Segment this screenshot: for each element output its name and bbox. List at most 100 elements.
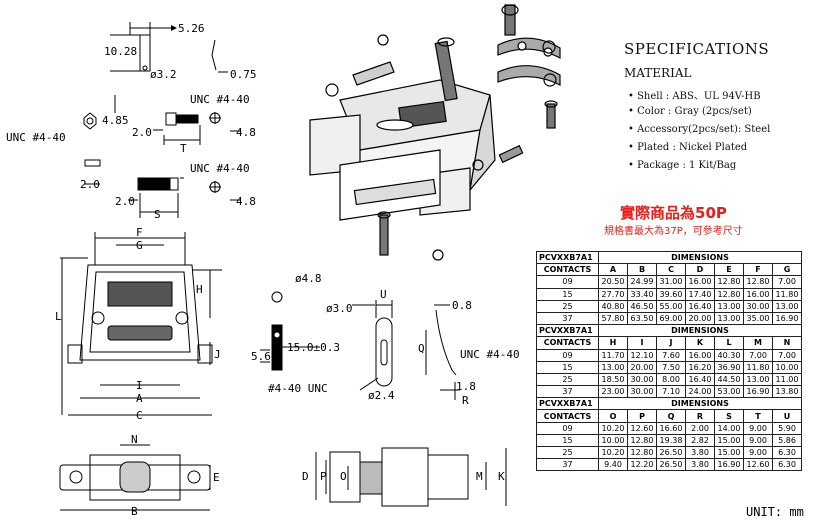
dimension-cell: 5.90: [772, 421, 802, 435]
dimension-cell: 27.70: [598, 287, 628, 301]
dim-K: K: [498, 470, 505, 483]
dim-O: O: [340, 470, 347, 483]
dimension-cell: 12.80: [714, 287, 744, 301]
table-column-header: I: [627, 336, 657, 350]
dim-unc-3: #4-40 UNC: [268, 382, 328, 395]
dimension-cell: 13.00: [714, 299, 744, 313]
dimension-cell: 24.00: [685, 385, 715, 399]
table-column-header: J: [656, 336, 686, 350]
dimension-cell: 33.40: [627, 287, 657, 301]
dimension-cell: 16.20: [685, 360, 715, 374]
dimension-cell: 12.20: [627, 458, 657, 472]
table-column-header: O: [598, 409, 628, 423]
dim-0-8: 0.8: [452, 299, 472, 312]
table-dimensions-header: DIMENSIONS: [598, 250, 802, 265]
dimension-cell: 40.80: [598, 299, 628, 313]
spec-item-plated: • Plated : Nickel Plated: [628, 142, 748, 153]
screw-detail-2: [128, 177, 240, 218]
table-column-header: Q: [656, 409, 686, 423]
dimension-cell: 15.00: [714, 445, 744, 460]
dimension-cell: 10.00: [772, 360, 802, 374]
dimension-cell: 44.50: [714, 372, 744, 387]
table-column-header: N: [772, 336, 802, 350]
dimension-cell: 13.00: [598, 360, 628, 374]
table-column-header: U: [772, 409, 802, 423]
table-dimensions-header: DIMENSIONS: [598, 324, 802, 338]
connector-isometric-view: [309, 4, 561, 261]
dimension-cell: 53.00: [714, 385, 744, 399]
dim-d4-8: ø4.8: [295, 272, 322, 285]
dimension-cell: 7.60: [656, 348, 686, 362]
contacts-cell: 37: [536, 458, 599, 472]
dimension-cell: 7.10: [656, 385, 686, 399]
dimension-cell: 3.80: [685, 445, 715, 460]
contacts-cell: 37: [536, 385, 599, 399]
dimension-cell: 13.00: [772, 299, 802, 313]
dim-10-28: 10.28: [104, 45, 137, 58]
bottom-view: [59, 444, 211, 511]
table-contacts-header: CONTACTS: [536, 409, 599, 423]
spec-item-package: • Package : 1 Kit/Bag: [628, 160, 737, 171]
dimension-cell: 16.90: [714, 458, 744, 472]
table-column-header: P: [627, 409, 657, 423]
dim-U: U: [380, 288, 387, 301]
table-column-header: R: [685, 409, 715, 423]
dimension-cell: 8.00: [656, 372, 686, 387]
dimension-cell: 5.86: [772, 433, 802, 448]
dim-2-0a: 2.0: [132, 126, 152, 139]
dim-S: S: [154, 208, 161, 221]
dimension-cell: 24.99: [627, 275, 657, 289]
contacts-cell: 09: [536, 275, 599, 289]
contacts-cell: 09: [536, 348, 599, 362]
contacts-cell: 09: [536, 421, 599, 435]
dimension-cell: 16.90: [743, 385, 773, 399]
dim-unc-1: UNC #4-40: [190, 93, 250, 106]
dimension-cell: 26.50: [656, 445, 686, 460]
table-column-header: G: [772, 263, 802, 277]
dim-H: H: [196, 283, 203, 296]
dim-G: G: [136, 239, 143, 252]
dim-4-8a: 4.8: [236, 126, 256, 139]
table-contacts-header: CONTACTS: [536, 263, 599, 277]
dimension-cell: 12.80: [627, 433, 657, 448]
spec-item-color: • Color : Gray (2pcs/set): [628, 106, 752, 117]
specifications-title: SPECIFICATIONS: [624, 40, 770, 58]
dim-L: L: [55, 310, 62, 323]
dimension-cell: 2.00: [685, 421, 715, 435]
dimension-cell: 14.00: [714, 421, 744, 435]
dimension-cell: 18.50: [598, 372, 628, 387]
dim-5-26: 5.26: [178, 22, 205, 35]
dimension-cell: 20.00: [627, 360, 657, 374]
dimension-cell: 19.38: [656, 433, 686, 448]
clip-detail: [110, 22, 228, 73]
dimension-cell: 16.40: [685, 372, 715, 387]
dim-d2-4: ø2.4: [368, 389, 395, 402]
table-column-header: C: [656, 263, 686, 277]
dim-D: D: [302, 470, 309, 483]
dimension-cell: 31.00: [656, 275, 686, 289]
dim-Q: Q: [418, 342, 425, 355]
dimension-cell: 10.00: [598, 433, 628, 448]
dimension-cell: 12.80: [714, 275, 744, 289]
dimension-cell: 23.00: [598, 385, 628, 399]
spec-item-accessory: • Accessory(2pcs/set): Steel: [628, 124, 771, 135]
dimension-cell: 7.50: [656, 360, 686, 374]
dimension-cell: 11.00: [772, 372, 802, 387]
dimension-cell: 16.40: [685, 299, 715, 313]
dimension-cell: 16.00: [685, 348, 715, 362]
contacts-cell: 25: [536, 372, 599, 387]
table-code-cell: PCVXXB7A1: [536, 397, 599, 411]
dim-E: E: [213, 471, 220, 484]
dim-C: C: [136, 409, 143, 422]
unit-label: UNIT: mm: [746, 505, 804, 519]
